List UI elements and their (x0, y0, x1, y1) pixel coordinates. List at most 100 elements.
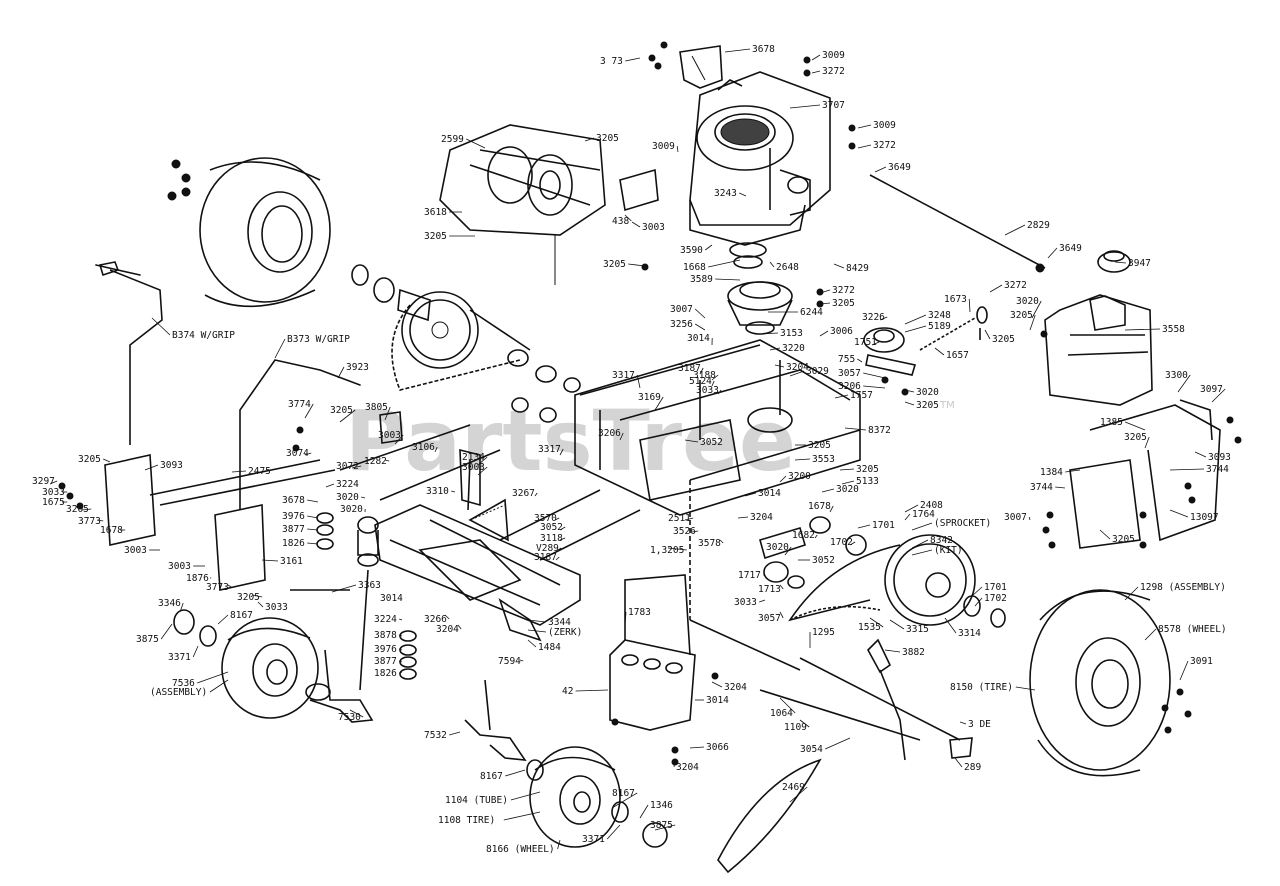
leader-line (1028, 516, 1031, 521)
leader-line (584, 137, 595, 142)
part-label: 755 (838, 354, 855, 365)
part-label: 3007 (670, 304, 693, 315)
leader-line (477, 456, 488, 466)
part-label: 1678 (100, 525, 123, 536)
leader-line (394, 434, 404, 445)
part-label: 3346 (158, 598, 181, 609)
leader-line (673, 759, 676, 768)
leader-line (559, 526, 566, 531)
part-label: 3317 (612, 370, 635, 381)
leader-line (833, 263, 845, 269)
engine-pulleys (727, 242, 793, 335)
part-label: 3317 (538, 444, 561, 455)
leader-line (217, 614, 229, 625)
part-label: 3006 (830, 326, 853, 337)
leader-line (789, 786, 808, 803)
part-label: 3091 (1190, 656, 1213, 667)
part-label: 3272 (873, 140, 896, 151)
part-label: 3020 (916, 387, 939, 398)
transmission (439, 124, 659, 285)
leader-line (819, 289, 831, 294)
part-label: 3033 (734, 597, 757, 608)
part-label: 3187 (678, 363, 701, 374)
part-label: 7532 (424, 730, 447, 741)
leader-line (911, 539, 929, 549)
part-label: 3256 (670, 319, 693, 330)
leader-line (769, 347, 781, 351)
engine (689, 71, 831, 246)
part-label: 3003 (462, 462, 485, 473)
leader-line (869, 617, 884, 628)
leader-line (624, 214, 632, 222)
leader-line (789, 104, 821, 109)
part-label: 3009 (822, 50, 845, 61)
part-label: 3205 (424, 231, 447, 242)
part-label: 1484 (538, 642, 561, 653)
leader-line (911, 522, 933, 531)
leader-line (667, 547, 687, 551)
leader-line (261, 559, 279, 562)
leader-line (554, 517, 560, 521)
leader-line (744, 492, 757, 497)
part-label: 3220 (782, 343, 805, 354)
leader-line (904, 389, 915, 393)
leader-line (527, 639, 537, 648)
part-label: 1346 (650, 800, 673, 811)
part-label: 7530 (338, 712, 361, 723)
part-label: 1675 (42, 497, 65, 508)
leader-line (1177, 374, 1191, 393)
part-label: 3066 (706, 742, 729, 753)
leader-line (103, 458, 111, 463)
part-label: 3072 (336, 461, 359, 472)
part-label: 3570 (534, 513, 557, 524)
part-label: 1535 (858, 622, 881, 633)
part-label: 3014 (380, 593, 403, 604)
leader-line (192, 645, 199, 658)
part-label: 1385 (1100, 417, 1123, 428)
part-label: 3649 (1059, 243, 1082, 254)
leader-line (1015, 686, 1036, 691)
leader-line (689, 746, 705, 749)
leader-line (708, 259, 741, 268)
part-label: 3272 (832, 285, 855, 296)
leader-line (399, 648, 403, 651)
part-label: 1701 (984, 582, 1007, 593)
part-label: 3877 (374, 656, 397, 667)
part-label: 3272 (1004, 280, 1027, 291)
long-rods (689, 480, 973, 759)
rear-right-wheel (1029, 589, 1171, 777)
leader-line (984, 329, 991, 340)
leader-line (1169, 509, 1189, 518)
leader-line (179, 602, 184, 613)
leader-line (519, 659, 524, 662)
part-label: 3526 (673, 526, 696, 537)
part-label: 3224 (374, 614, 397, 625)
leader-line (704, 244, 713, 251)
part-label: 3187 (534, 552, 557, 563)
leader-line (1029, 314, 1036, 331)
part-label: 3248 (928, 310, 951, 321)
part-label: 3344 (548, 617, 571, 628)
leader-line (399, 660, 403, 663)
leader-line (811, 54, 821, 61)
leader-line (654, 396, 664, 411)
part-label: 8150 (TIRE) (950, 682, 1013, 693)
leader-line (904, 504, 919, 513)
leader-line (825, 737, 851, 750)
leader-line (711, 681, 723, 688)
part-label: 1657 (946, 350, 969, 361)
part-label: 3052 (540, 522, 563, 533)
part-label: 2511 (668, 513, 691, 524)
part-label: 3188 (693, 370, 716, 381)
part-label: 3204 (676, 762, 699, 773)
part-label: 2408 (920, 500, 943, 511)
part-label: 3205 (808, 440, 831, 451)
part-label: 3097 (1200, 384, 1223, 395)
part-label: 3205 (916, 400, 939, 411)
leader-line (839, 468, 855, 471)
part-label: 1282 (364, 456, 387, 467)
part-label: 3707 (822, 100, 845, 111)
part-label: 3205 (1010, 310, 1033, 321)
part-label: 3014 (706, 695, 729, 706)
